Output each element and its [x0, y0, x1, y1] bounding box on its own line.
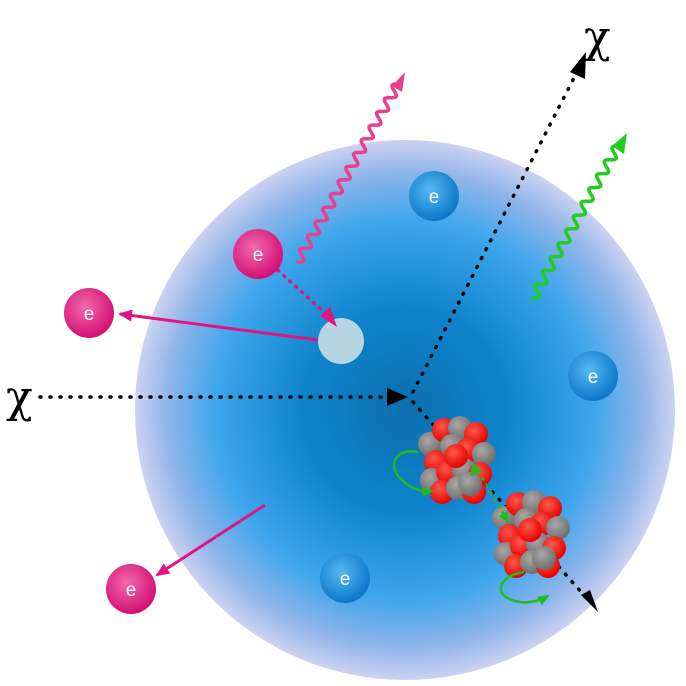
neutron	[532, 546, 556, 570]
nuclear-recoil-track	[411, 400, 598, 612]
electron-magenta-ejected-upper: e	[64, 288, 114, 338]
svg-text:e: e	[340, 569, 351, 590]
electron-vacancy	[318, 318, 364, 364]
proton	[444, 444, 468, 468]
green-photon	[531, 133, 627, 300]
svg-text:e: e	[253, 245, 264, 266]
electron-transition-track	[270, 263, 337, 327]
svg-text:e: e	[588, 367, 599, 388]
electron-blue-top: e	[409, 171, 459, 221]
neutron	[546, 516, 570, 540]
electron-magenta-transition: e	[233, 229, 283, 279]
ejected-electron-track-lower	[155, 503, 266, 577]
electron-blue-bottom: e	[320, 553, 370, 603]
incoming-dark-matter-track	[38, 388, 408, 406]
proton	[518, 518, 542, 542]
svg-text:e: e	[126, 580, 137, 601]
outgoing-dark-matter-track	[411, 52, 586, 394]
recoil-spin-arrow-lower	[499, 570, 550, 606]
electron-magenta-ejected-lower: e	[106, 564, 156, 614]
svg-text:e: e	[429, 187, 440, 208]
chi-label-incoming: χ	[6, 372, 33, 423]
atom-electron-cloud	[135, 140, 675, 680]
magenta-photon	[296, 72, 405, 264]
chi-label-outgoing: χ	[584, 12, 611, 63]
ejected-electron-track-upper	[118, 309, 319, 342]
recoil-spin-arrow-upper	[392, 450, 434, 497]
neutron	[458, 472, 482, 496]
nuclear-recoil-arrows	[392, 450, 550, 606]
nucleus-icon-upper	[418, 416, 496, 504]
electron-blue-right: e	[568, 351, 618, 401]
recoil-link-arrow	[476, 469, 510, 524]
svg-text:e: e	[84, 304, 95, 325]
neutron	[472, 442, 496, 466]
